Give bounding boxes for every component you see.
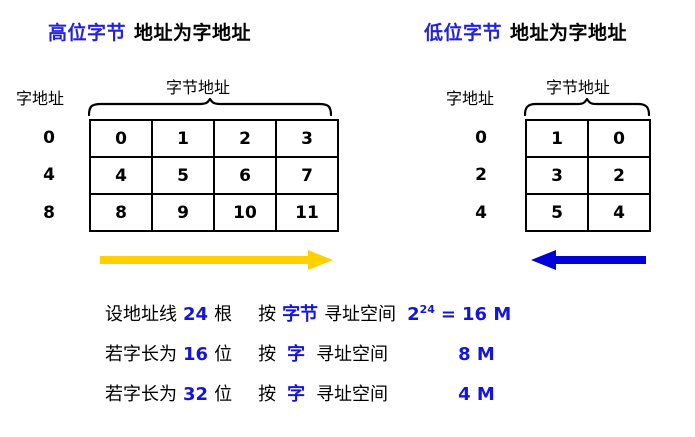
left-memory-table: 0 1 2 3 4 5 6 7 8 9 10 11 <box>89 119 339 232</box>
memory-cell: 8 <box>89 193 153 232</box>
formula-2-space-label: 寻址空间 <box>316 344 389 365</box>
formula-3-unit: 位 <box>214 384 233 405</box>
formula-3-result: 4 M <box>458 384 495 405</box>
left-byte-address-brace <box>88 98 332 116</box>
table-row: 3 2 <box>525 156 651 195</box>
left-row-address-1: 4 <box>43 165 55 185</box>
memory-cell: 10 <box>213 193 277 232</box>
right-title-highlight: 低位字节 <box>424 22 503 44</box>
table-row: 0 1 2 3 <box>89 119 339 158</box>
memory-cell: 1 <box>151 119 215 158</box>
formula-1-by-value: 字节 <box>282 304 319 325</box>
right-byte-address-brace <box>524 98 650 116</box>
formula-1-value: 24 <box>183 304 209 325</box>
memory-cell: 2 <box>587 156 651 195</box>
right-word-address-label: 字地址 <box>446 89 495 108</box>
formula-3-by-label: 按 <box>258 384 277 405</box>
left-title-highlight: 高位字节 <box>48 22 127 44</box>
formula-1-by-label: 按 <box>258 304 277 325</box>
memory-cell: 3 <box>525 156 589 195</box>
memory-cell: 1 <box>525 119 589 158</box>
right-direction-arrow-left <box>530 250 646 270</box>
formula-1-space-label: 寻址空间 <box>324 304 397 325</box>
table-row: 5 4 <box>525 193 651 232</box>
memory-cell: 2 <box>213 119 277 158</box>
memory-cell: 4 <box>89 156 153 195</box>
right-memory-table: 1 0 3 2 5 4 <box>525 119 651 232</box>
memory-cell: 5 <box>151 156 215 195</box>
formula-1-exponent: 24 <box>419 303 435 316</box>
right-panel-title: 低位字节地址为字地址 <box>424 18 627 45</box>
formula-2-by-label: 按 <box>258 344 277 365</box>
left-byte-address-label: 字节地址 <box>166 78 231 97</box>
left-direction-arrow-right <box>100 250 334 270</box>
left-panel-title: 高位字节地址为字地址 <box>48 18 251 45</box>
table-row: 1 0 <box>525 119 651 158</box>
formula-3-value: 32 <box>183 384 209 405</box>
left-title-rest: 地址为字地址 <box>134 22 252 44</box>
memory-cell: 3 <box>275 119 339 158</box>
formula-3-space-label: 寻址空间 <box>316 384 389 405</box>
left-row-address-0: 0 <box>43 128 55 148</box>
formula-1-unit: 根 <box>214 304 233 325</box>
right-row-address-1: 2 <box>475 165 487 185</box>
memory-cell: 5 <box>525 193 589 232</box>
formula-3-by-value: 字 <box>287 384 306 405</box>
formula-1-result: 16 M <box>462 304 512 325</box>
memory-cell: 9 <box>151 193 215 232</box>
formula-1-base: 2 <box>407 304 420 325</box>
memory-cell: 4 <box>587 193 651 232</box>
right-title-rest: 地址为字地址 <box>510 22 628 44</box>
memory-cell: 0 <box>587 119 651 158</box>
left-row-address-2: 8 <box>43 203 55 223</box>
formula-2-prefix: 若字长为 <box>105 344 177 365</box>
formula-2-by-value: 字 <box>287 344 306 365</box>
formula-2-unit: 位 <box>214 344 233 365</box>
right-row-address-2: 4 <box>475 203 487 223</box>
memory-cell: 6 <box>213 156 277 195</box>
memory-cell: 11 <box>275 193 339 232</box>
left-word-address-label: 字地址 <box>16 89 65 108</box>
formula-2-value: 16 <box>183 344 209 365</box>
formula-2-result: 8 M <box>458 344 495 365</box>
formula-3-prefix: 若字长为 <box>105 384 177 405</box>
table-row: 8 9 10 11 <box>89 193 339 232</box>
formula-1-prefix: 设地址线 <box>105 304 177 325</box>
formula-1-equals: = <box>440 304 456 325</box>
memory-cell: 0 <box>89 119 153 158</box>
right-byte-address-label: 字节地址 <box>546 78 611 97</box>
right-row-address-0: 0 <box>475 128 487 148</box>
memory-cell: 7 <box>275 156 339 195</box>
table-row: 4 5 6 7 <box>89 156 339 195</box>
